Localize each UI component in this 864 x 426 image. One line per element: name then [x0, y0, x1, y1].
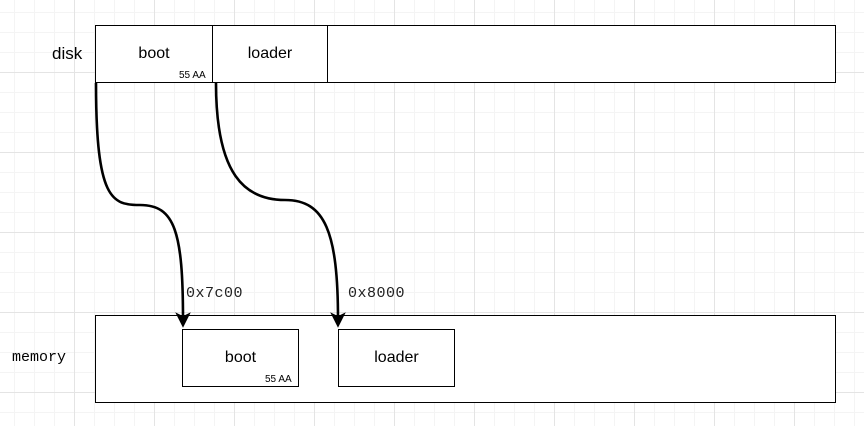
- boot-copy-arrow: [94, 82, 191, 328]
- disk-loader-sector: loader: [213, 26, 328, 82]
- disk-boot-sector: boot: [96, 26, 213, 82]
- memory-boot-label: boot: [224, 349, 257, 366]
- memory-boot-signature: 55 AA: [265, 374, 292, 385]
- memory-loader-block: loader: [338, 329, 455, 387]
- loader-copy-arrow: [214, 82, 346, 328]
- disk-label: disk: [52, 44, 83, 63]
- disk-bar: [95, 25, 836, 83]
- loader-load-address: 0x8000: [348, 285, 406, 302]
- disk-boot-signature: 55 AA: [179, 70, 206, 81]
- boot-load-address: 0x7c00: [186, 285, 244, 302]
- disk-loader-label: loader: [247, 45, 293, 62]
- memory-loader-label: loader: [374, 349, 419, 366]
- memory-label: memory: [12, 349, 67, 366]
- memory-boot-block: boot: [182, 329, 299, 387]
- disk-boot-label: boot: [138, 45, 170, 62]
